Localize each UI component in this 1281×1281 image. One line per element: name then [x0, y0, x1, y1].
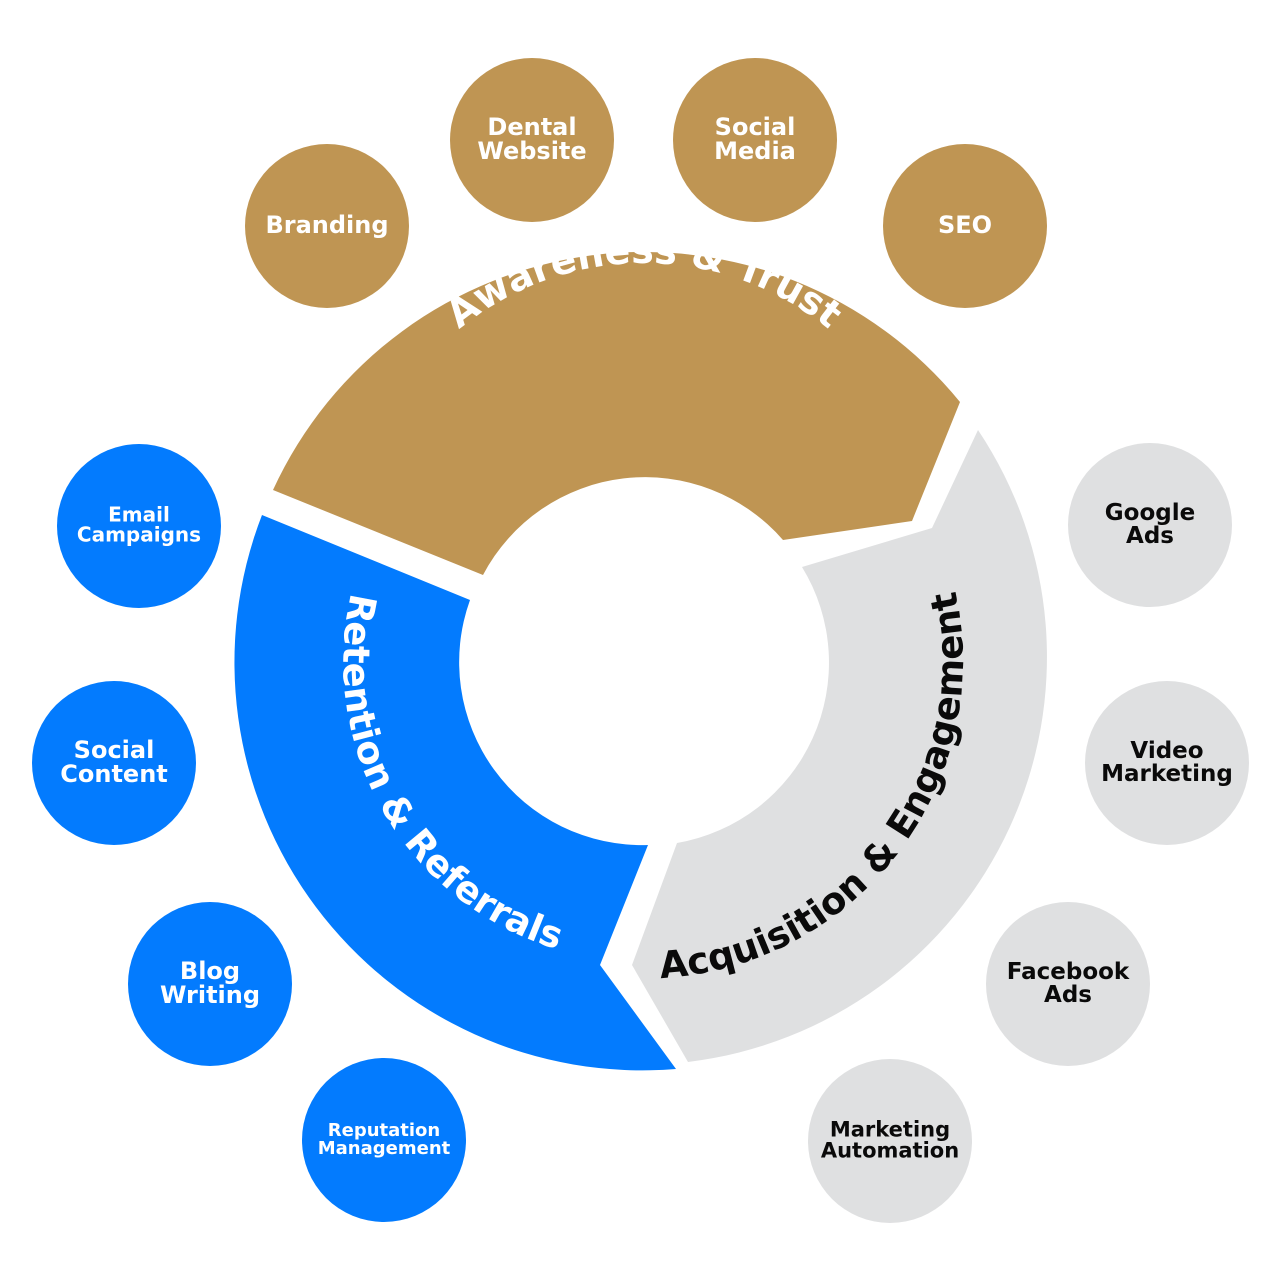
bubble-circle [673, 58, 837, 222]
bubble-label: Reputation [328, 1120, 440, 1141]
bubble-circle [32, 681, 196, 845]
bubble-circle [128, 902, 292, 1066]
bubble-label: Facebook [1007, 959, 1130, 985]
bubble-label: Marketing [830, 1117, 950, 1141]
bubble-label: Video [1130, 738, 1203, 764]
bubble-label: Social [74, 736, 155, 764]
bubble-circle [986, 902, 1150, 1066]
bubble-label: Website [477, 137, 586, 165]
service-bubbles: BrandingDentalWebsiteSocialMediaSEOGoogl… [32, 58, 1249, 1223]
bubble-label: Branding [265, 211, 388, 239]
bubble-label: Writing [160, 981, 260, 1009]
bubble-circle [1068, 443, 1232, 607]
bubble-circle [883, 144, 1047, 308]
bubble-circle [57, 444, 221, 608]
bubble-label: Ads [1126, 523, 1174, 549]
bubble-label: Management [318, 1138, 451, 1159]
bubble-circle [450, 58, 614, 222]
bubble-circle [302, 1058, 466, 1222]
bubble-label: Media [714, 137, 796, 165]
bubble-branding: Branding [245, 144, 409, 308]
bubble-seo: SEO [883, 144, 1047, 308]
bubble-label: SEO [938, 211, 992, 239]
bubble-label: Email [108, 502, 170, 526]
bubble-label: Automation [821, 1139, 959, 1163]
bubble-circle [1085, 681, 1249, 845]
bubble-label: Social [715, 113, 796, 141]
bubble-circle [245, 144, 409, 308]
bubble-label: Marketing [1101, 761, 1233, 787]
segment-acquisition-engagement [632, 430, 1047, 1062]
bubble-label: Content [60, 760, 168, 788]
bubble-label: Google [1105, 500, 1195, 526]
segment-retention-referrals [234, 515, 676, 1071]
segment-awareness-trust [273, 251, 960, 575]
bubble-label: Campaigns [77, 523, 201, 547]
bubble-label: Blog [180, 957, 240, 985]
bubble-circle [808, 1059, 972, 1223]
bubble-label: Ads [1044, 982, 1092, 1008]
bubble-label: Dental [487, 113, 576, 141]
